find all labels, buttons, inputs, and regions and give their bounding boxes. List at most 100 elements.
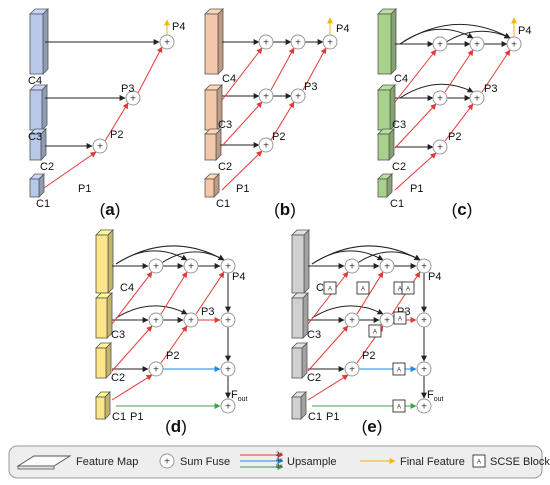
feature-map-c1 — [204, 173, 220, 198]
label-c1: C1 — [112, 411, 126, 423]
arrow — [270, 101, 295, 141]
arrow — [356, 271, 384, 315]
sum-fuse-node: + — [159, 34, 175, 50]
feature-map-front — [291, 234, 305, 294]
scse-box — [323, 281, 337, 295]
feature-map-front — [377, 178, 388, 198]
skip-connection — [311, 305, 384, 319]
feature-map-c3 — [204, 84, 223, 131]
label-c1: C1 — [390, 198, 404, 210]
scse-box — [393, 311, 407, 325]
caption-part: e — [367, 417, 376, 436]
sum-fuse-node: + — [344, 258, 360, 274]
scse-block: A — [356, 281, 370, 295]
caption-part: c — [457, 200, 466, 219]
sum-fuse-circle — [125, 90, 141, 106]
arrow — [394, 49, 437, 103]
feature-map-front — [29, 89, 43, 131]
sum-fuse-symbol: + — [421, 262, 427, 273]
feature-map-c2 — [29, 128, 47, 161]
sum-fuse-symbol: + — [474, 40, 480, 51]
sum-fuse-node: + — [258, 34, 274, 50]
feature-map-c3 — [29, 84, 48, 131]
sum-fuse-symbol: + — [474, 94, 480, 105]
arrow — [394, 103, 437, 149]
label-p2: P2 — [110, 129, 123, 141]
feature-map-front — [291, 297, 304, 339]
scse-symbol: A — [397, 405, 401, 411]
feature-map-side — [388, 128, 395, 161]
label-c4: C4 — [394, 73, 408, 85]
sum-fuse-symbol: + — [295, 38, 301, 49]
sum-fuse-circle — [220, 258, 236, 274]
sum-fuse-symbol: + — [153, 262, 159, 273]
label-c4: C4 — [120, 282, 134, 294]
label-c3: C3 — [111, 329, 125, 341]
arrow — [302, 47, 327, 91]
sum-fuse-node: + — [416, 398, 432, 414]
arrow — [111, 271, 153, 325]
sum-fuse-node: + — [148, 312, 164, 328]
legend-scale-8x: 8× — [276, 464, 283, 470]
arrow — [160, 325, 188, 364]
sum-fuse-circle — [344, 312, 360, 328]
sum-fuse-circle — [290, 34, 306, 50]
scse-symbol: A — [477, 460, 481, 466]
label-p1: P1 — [130, 411, 143, 423]
label-p4: P4 — [336, 23, 349, 35]
label-c4: C4 — [222, 73, 236, 85]
sum-fuse-icon — [159, 453, 175, 469]
scse-box — [401, 281, 415, 295]
legend-feature-map: Feature Map — [76, 456, 138, 468]
feature-map-front — [29, 178, 40, 198]
label-c2: C2 — [111, 372, 125, 384]
upsample-p1-p2 — [43, 151, 97, 189]
caption-part: ( — [452, 200, 458, 219]
sum-fuse-symbol: + — [188, 262, 194, 273]
scse-box — [356, 281, 370, 295]
sum-fuse-symbol: + — [437, 40, 443, 51]
feature-map-c3 — [291, 292, 309, 339]
arrow — [195, 271, 225, 315]
sum-fuse-symbol: + — [421, 365, 427, 376]
scse-block: A — [401, 281, 415, 295]
sum-fuse-node: + — [344, 361, 360, 377]
feature-map-front — [204, 178, 215, 198]
scse-block: A — [392, 362, 406, 376]
feature-map-side — [300, 391, 307, 420]
feature-map-c4 — [95, 229, 114, 294]
scse-symbol: A — [406, 287, 410, 293]
sum-fuse-node: + — [469, 36, 485, 52]
sum-fuse-circle — [416, 258, 432, 274]
caption-part: ) — [115, 200, 121, 219]
sum-fuse-circle — [258, 137, 274, 153]
sum-fuse-node: + — [183, 258, 199, 274]
feature-map-c2 — [95, 342, 112, 379]
feature-map-c2 — [291, 342, 308, 379]
caption-part: ) — [467, 200, 473, 219]
label-c1: C1 — [308, 411, 322, 423]
sum-fuse-symbol: + — [225, 402, 231, 413]
sum-fuse-circle — [432, 90, 448, 106]
sum-fuse-node: + — [469, 90, 485, 106]
arrow — [394, 152, 437, 191]
sum-fuse-circle — [258, 88, 274, 104]
scse-box — [472, 454, 486, 468]
caption-b: (b) — [274, 200, 296, 219]
scse-symbol: A — [373, 330, 377, 336]
feature-map-front — [204, 133, 217, 161]
scse-symbol: A — [361, 287, 365, 293]
caption-part: ( — [274, 200, 280, 219]
label-p2: P2 — [166, 350, 179, 362]
sum-fuse-symbol: + — [225, 365, 231, 376]
sum-fuse-symbol: + — [164, 38, 170, 49]
sum-fuse-circle — [220, 361, 236, 377]
feature-map-c4 — [377, 8, 397, 75]
feature-map-front — [204, 13, 219, 75]
sum-fuse-symbol: + — [384, 262, 390, 273]
sum-fuse-node: + — [258, 88, 274, 104]
feature-map-side — [390, 8, 397, 75]
label-p3: P3 — [121, 83, 134, 95]
label-c4: C4 — [28, 75, 42, 87]
